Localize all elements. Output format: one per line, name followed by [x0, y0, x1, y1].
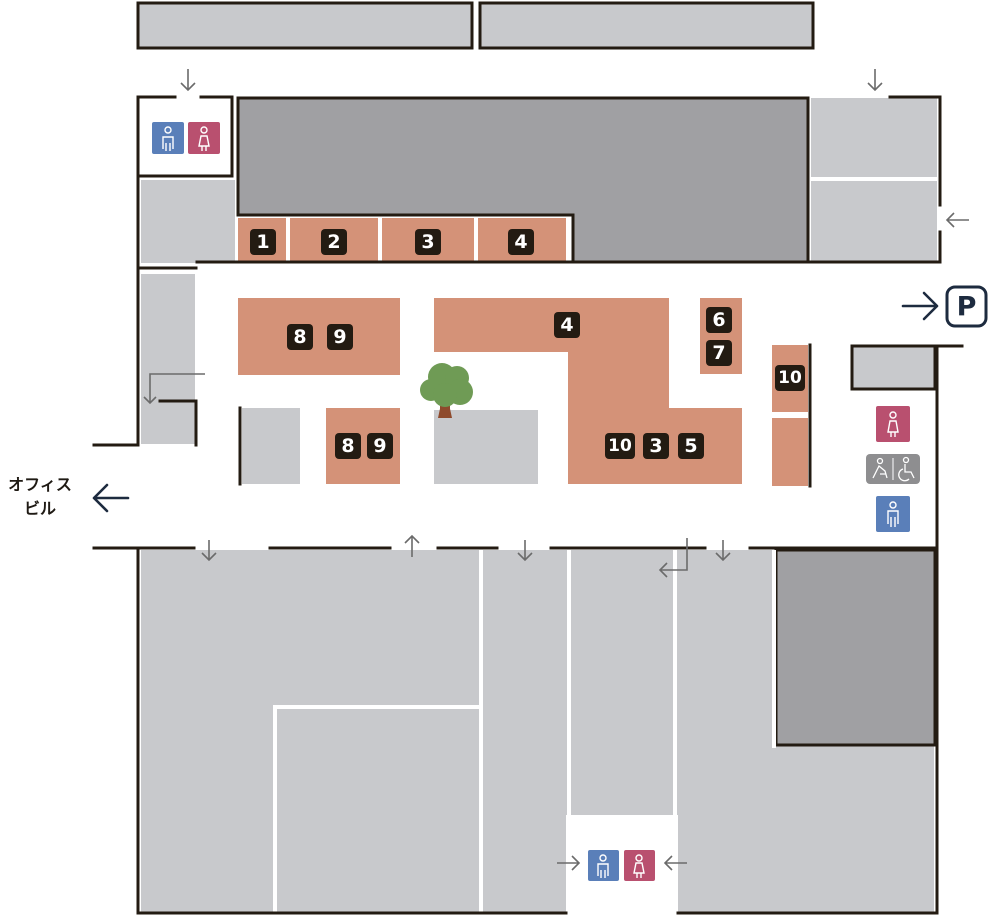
gray-area-center-left [242, 408, 300, 484]
arrow-icon [143, 69, 969, 871]
badge-shop-4-top: 4 [508, 229, 534, 255]
right-top-area-2 [811, 181, 937, 262]
lower-dark-area [774, 548, 937, 747]
badge-shop-8-upper: 8 [287, 324, 313, 350]
badge-shop-5: 5 [678, 433, 704, 459]
svg-text:6: 6 [712, 309, 725, 331]
shop-8-9-upper[interactable] [238, 298, 400, 375]
male-restroom-icon [152, 122, 184, 154]
right-top-area-1 [811, 98, 937, 177]
badge-shop-3-center: 3 [643, 433, 669, 459]
svg-text:3: 3 [649, 435, 662, 457]
badge-shop-9-lower: 9 [367, 433, 393, 459]
badge-shop-2: 2 [321, 229, 347, 255]
female-restroom-icon [624, 850, 655, 881]
lower-area-mid [571, 550, 673, 815]
badge-shop-9-upper: 9 [327, 324, 353, 350]
svg-text:1: 1 [256, 231, 269, 253]
svg-text:8: 8 [293, 326, 306, 348]
parking-arrow-icon [901, 291, 939, 321]
badge-shop-8-lower: 8 [335, 433, 361, 459]
badge-shop-4-large: 4 [554, 312, 580, 338]
badge-shop-10-right: 10 [775, 365, 805, 391]
svg-text:3: 3 [421, 231, 434, 253]
svg-text:10: 10 [778, 368, 802, 388]
shop-10-lower-area[interactable] [772, 418, 808, 486]
female-restroom-icon [188, 122, 220, 154]
accessible-restroom-icon [866, 454, 920, 484]
badge-shop-10-center: 10 [605, 433, 635, 459]
left-upper-area [141, 180, 235, 263]
lower-area-mid-left [483, 550, 567, 912]
right-small-area [850, 344, 937, 391]
svg-text:9: 9 [333, 326, 346, 348]
svg-text:2: 2 [327, 231, 340, 253]
badge-shop-7: 7 [706, 340, 732, 366]
svg-text:9: 9 [373, 435, 386, 457]
male-restroom-icon [588, 850, 619, 881]
top-area-right [478, 1, 815, 50]
office-building-label-line2[interactable]: ビル [24, 499, 56, 518]
svg-text:4: 4 [514, 231, 527, 253]
office-building-arrow-icon [92, 483, 130, 513]
male-restroom-icon [876, 496, 910, 532]
left-mid-area [141, 274, 195, 444]
lower-area-left [141, 550, 479, 912]
badge-shop-3: 3 [415, 229, 441, 255]
badge-shop-1: 1 [250, 229, 276, 255]
office-building-label-line1[interactable]: オフィス [8, 475, 72, 494]
svg-text:P: P [957, 292, 977, 323]
top-area-left [136, 1, 474, 50]
tree-icon [420, 363, 473, 418]
svg-text:8: 8 [341, 435, 354, 457]
svg-text:7: 7 [712, 342, 725, 364]
svg-text:5: 5 [684, 435, 697, 457]
parking-icon[interactable]: P [945, 285, 988, 328]
female-restroom-icon [876, 406, 910, 442]
badge-shop-6: 6 [706, 307, 732, 333]
gray-area-center [434, 410, 538, 484]
svg-text:10: 10 [608, 436, 632, 456]
svg-text:4: 4 [560, 314, 573, 336]
